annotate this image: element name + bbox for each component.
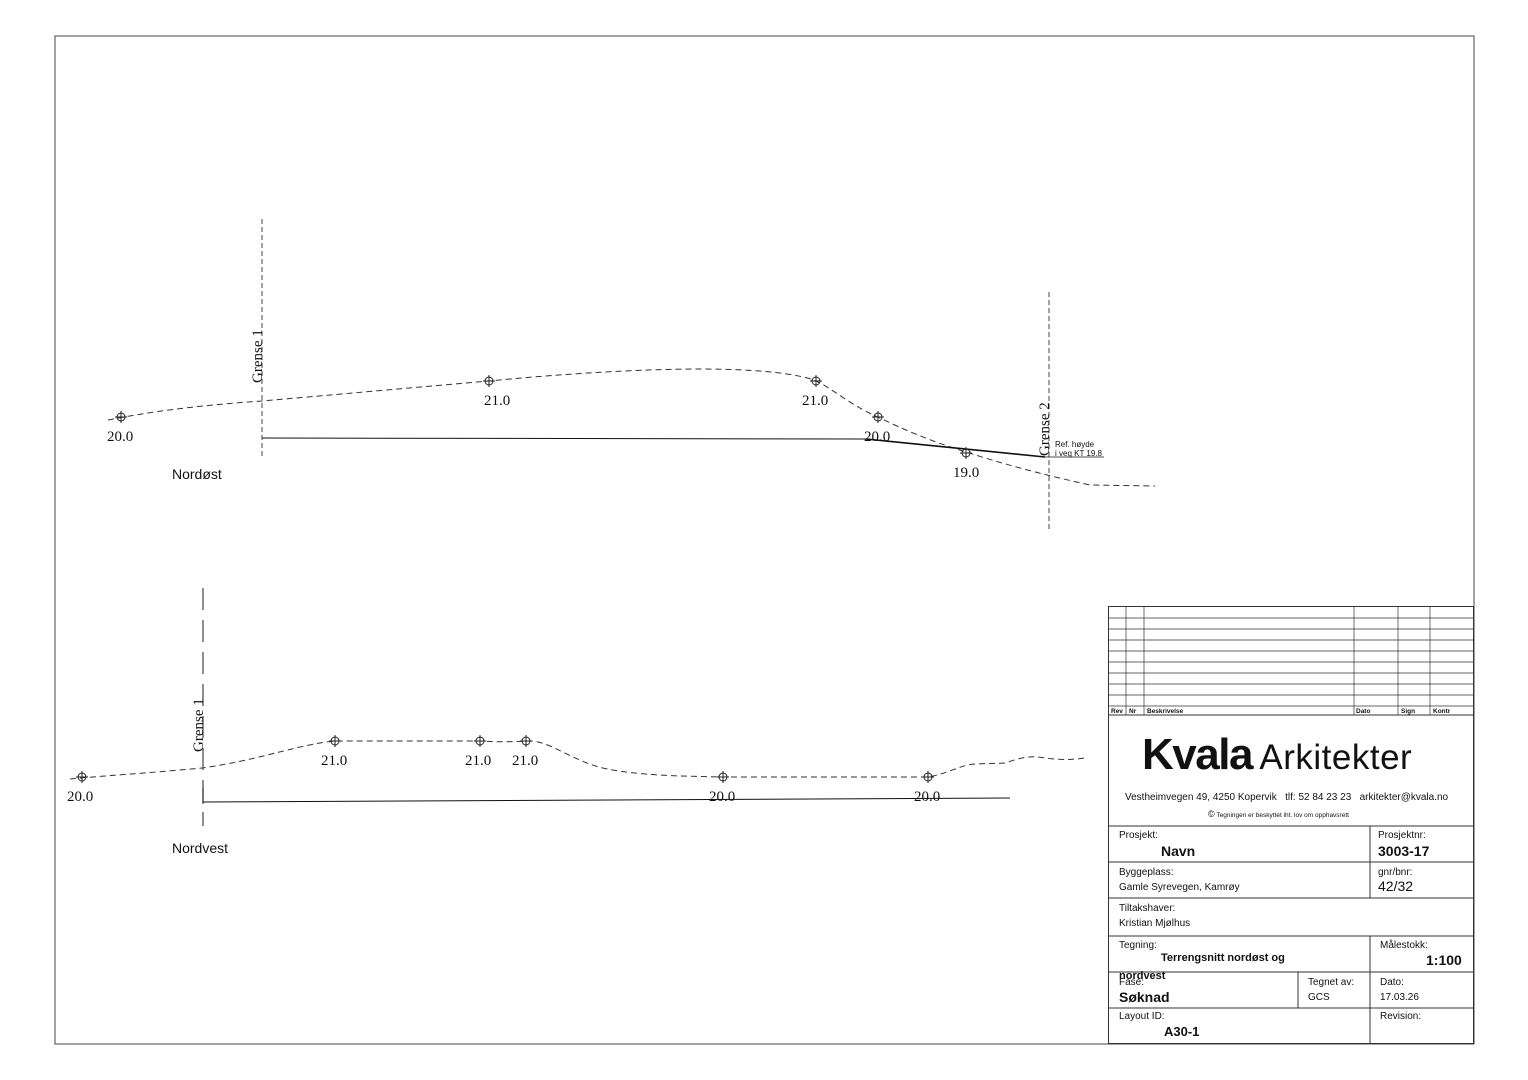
sheet-border	[54, 35, 1475, 1045]
spot-height-label: 20.0	[67, 789, 93, 805]
spot-marker	[76, 771, 88, 783]
logo-wordmark-bold: Kvala	[1142, 730, 1253, 779]
gnrbnr-value: 42/32	[1378, 878, 1414, 894]
spot-height-label: 20.0	[709, 789, 735, 805]
boundary-label-grense-2: Grense 2	[1037, 402, 1053, 456]
dato-label: Dato:	[1380, 977, 1404, 988]
spot-height-label: 20.0	[914, 789, 940, 805]
prosjekt-value: Navn	[1161, 843, 1196, 859]
spot-marker	[329, 735, 341, 747]
boundary-label-grense-1: Grense 1	[191, 698, 207, 752]
spot-height-label: 21.0	[512, 753, 538, 769]
terrain-profile-nordost	[107, 368, 1156, 487]
spot-height-label: 21.0	[802, 393, 828, 409]
title-block: Rev Nr Beskrivelse Dato Sign Kontr Kvala…	[1108, 606, 1474, 1044]
spot-height-label: 21.0	[465, 753, 491, 769]
spot-height-label: 19.0	[953, 465, 979, 481]
section-title-nordvest: Nordvest	[172, 840, 228, 856]
spot-marker	[922, 771, 934, 783]
office-address: Vestheimvegen 49, 4250 Kopervik tlf: 52 …	[1125, 792, 1449, 803]
rev-header-rev: Rev	[1111, 708, 1123, 715]
gnrbnr-label: gnr/bnr:	[1378, 867, 1413, 878]
prosjekt-label: Prosjekt:	[1119, 830, 1158, 841]
prosjektnr-label: Prosjektnr:	[1378, 830, 1426, 841]
byggeplass-label: Byggeplass:	[1119, 867, 1174, 878]
tegning-value-line-1: Terrengsnitt nordøst og	[1161, 952, 1285, 964]
terrain-profile-nordvest	[69, 740, 1086, 780]
copyright-icon: ©	[1208, 809, 1215, 819]
spot-marker	[872, 411, 884, 423]
rev-header-beskrivelse: Beskrivelse	[1147, 708, 1184, 715]
logo-wordmark-light: Arkitekter	[1259, 738, 1413, 777]
section-title-nordost: Nordøst	[172, 466, 222, 482]
tiltakshaver-label: Tiltakshaver:	[1119, 903, 1176, 914]
spot-height-label: 20.0	[864, 429, 890, 445]
section-nordvest: 20.0 21.0 21.0 21.0 20.0 20.0 Grense 1 N…	[67, 588, 1086, 856]
spot-marker	[810, 375, 822, 387]
spot-marker	[115, 411, 127, 423]
spot-marker	[483, 375, 495, 387]
spot-height-label: 20.0	[107, 429, 133, 445]
rev-header-kontr: Kontr	[1433, 708, 1451, 715]
spot-height-label: 21.0	[321, 753, 347, 769]
section-nordost: 20.0 21.0 21.0 20.0 19.0 Grense 1 Grense…	[107, 219, 1156, 530]
floor-line-nordvest	[202, 797, 1011, 803]
tegnet-av-value: GCS	[1308, 992, 1330, 1003]
fase-value: Søknad	[1119, 989, 1170, 1005]
copyright-text: Tegningen er beskyttet iht. lov om oppha…	[1216, 812, 1349, 819]
revision-label: Revision:	[1380, 1011, 1422, 1022]
reference-note-line-1: Ref. høyde	[1055, 440, 1095, 449]
title-block-grid	[1108, 606, 1474, 1044]
slope-line-nordost	[865, 438, 1046, 458]
spot-height-label: 21.0	[484, 393, 510, 409]
spot-marker	[717, 771, 729, 783]
byggeplass-value: Gamle Syrevegen, Kamrøy	[1119, 882, 1240, 893]
fase-label: Fase:	[1119, 977, 1145, 988]
spot-marker	[474, 735, 486, 747]
tegnet-av-label: Tegnet av:	[1308, 977, 1355, 988]
tegning-label: Tegning:	[1119, 940, 1157, 951]
floor-line-nordost	[261, 437, 867, 440]
spot-marker	[520, 735, 532, 747]
tiltakshaver-value: Kristian Mjølhus	[1119, 918, 1191, 929]
copyright-line: © Tegningen er beskyttet iht. lov om opp…	[1208, 809, 1349, 819]
rev-header-nr: Nr	[1129, 708, 1137, 715]
layout-id-value: A30-1	[1164, 1024, 1200, 1039]
layout-id-label: Layout ID:	[1119, 1011, 1165, 1022]
boundary-label-grense-1: Grense 1	[250, 329, 266, 383]
malestokk-value: 1:100	[1426, 952, 1462, 968]
reference-note-line-2: i veg KT 19.8	[1055, 449, 1103, 458]
spot-marker	[960, 447, 972, 459]
prosjektnr-value: 3003-17	[1378, 843, 1430, 859]
dato-value: 17.03.26	[1380, 992, 1419, 1003]
rev-header-sign: Sign	[1401, 708, 1416, 715]
rev-header-dato: Dato	[1356, 708, 1371, 715]
malestokk-label: Målestokk:	[1380, 940, 1428, 951]
company-logo: Kvala Arkitekter	[1142, 730, 1412, 780]
tegning-value-line-2: nordvest	[1119, 970, 1166, 982]
